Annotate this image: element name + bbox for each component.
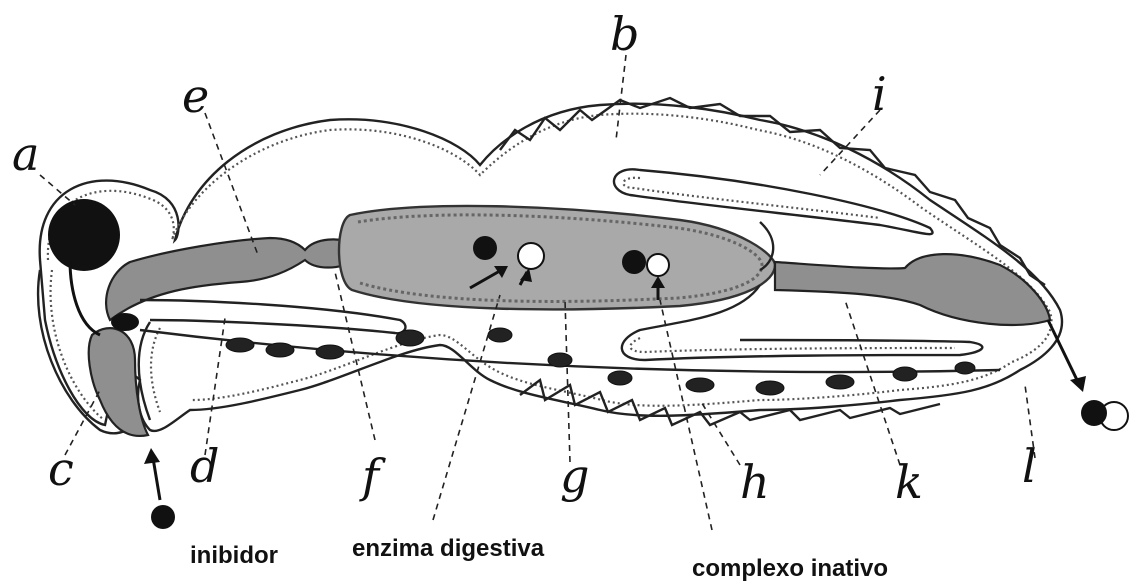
label-c: c [48,442,74,496]
hindgut [775,254,1050,325]
label-k: k [895,455,923,509]
excretion-arrow [1048,320,1078,382]
inhibitor-molecule [473,236,497,260]
midgut [339,206,775,309]
label-l: l [1022,439,1037,493]
excreted-inhibitor [1081,400,1107,426]
complex-excretion [1048,320,1128,430]
complex-inhibitor [622,250,646,274]
inhibitor-dot [151,505,175,529]
label-a: a [12,127,39,181]
nerve-connective [70,260,100,335]
caption-inactive-complex: complexo inativo [692,555,888,582]
caption-digestive-enzyme: enzima digestiva [352,535,545,562]
caption-inhibitor: inibidor [190,542,278,569]
complex-enzyme [647,254,669,276]
salivary-tubes [139,300,406,420]
intake-arrow [153,458,160,500]
label-d: d [190,439,219,493]
captions: inibidor enzima digestiva complexo inati… [190,535,888,582]
inhibitor-input [144,448,175,529]
label-g: g [560,449,589,503]
label-e: e [182,69,209,123]
label-b: b [610,7,639,61]
brain [48,199,120,271]
label-h: h [740,455,770,509]
label-i: i [872,67,887,121]
subesophageal-ganglion [111,313,139,331]
digestive-enzyme-molecule [518,243,544,269]
label-f: f [359,449,386,503]
